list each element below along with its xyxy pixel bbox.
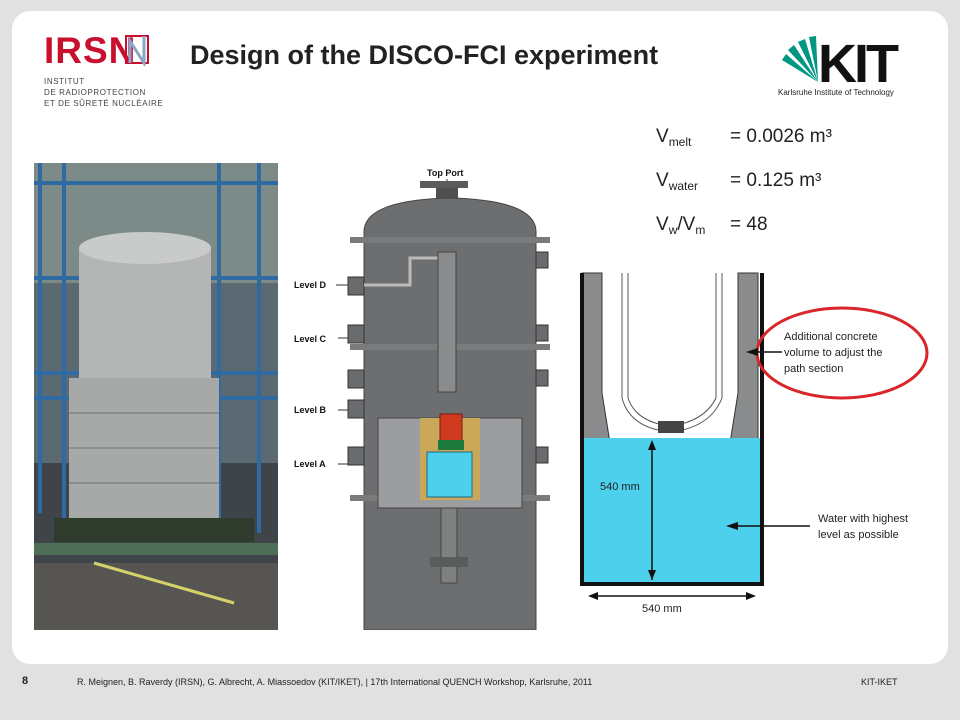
irsn-logo-letters: IRSN [44,32,136,66]
concrete-annotation-line-3: path section [784,363,843,375]
equation-v-water: Vwater= 0.125 m³ [656,170,822,193]
concrete-annotation-line-2: volume to adjust the [784,347,882,359]
page-number: 8 [22,675,29,687]
concrete-annotation-line-1: Additional concrete [784,331,878,343]
kit-logo-subtitle: Karlsruhe Institute of Technology [778,88,894,97]
water-annotation-line-2: level as possible [818,529,899,541]
kit-logo-letters: KIT [818,34,899,88]
irsn-logo-mark: IRSN [44,30,163,72]
top-port-label: Top Port [427,168,463,178]
pool-schematic: 540 mm 540 mm Additional concrete volume… [580,272,929,614]
level-b-label: Level B [294,405,327,415]
equation-v-melt: Vmelt= 0.0026 m³ [656,126,832,149]
kit-logo-fan [782,36,818,82]
level-c-label: Level C [294,334,327,344]
irsn-logo-line-1: INSTITUT [44,77,85,86]
level-a-label: Level A [294,459,326,469]
kit-logo: KIT Karlsruhe Institute of Technology [778,32,918,104]
footer-institute: KIT-IKET [861,677,898,687]
page-title: Design of the DISCO-FCI experiment [190,40,659,70]
pool-height-label: 540 mm [600,481,640,493]
water-volume [584,438,760,582]
vessel-schematic: Top Port Level D Level C Level B Level A [294,168,550,630]
irsn-logo-line-3: ET DE SÛRETÉ NUCLÉAIRE [44,99,164,108]
irsn-logo: IRSN INSTITUT DE RADIOPROTECTION ET DE S… [44,30,164,109]
water-annotation-line-1: Water with highest [818,513,908,525]
irsn-logo-line-2: DE RADIOPROTECTION [44,88,146,97]
facility-photo [34,163,278,630]
pool-width-label: 540 mm [642,603,682,614]
level-d-label: Level D [294,280,327,290]
equation-volume-ratio: Vw/Vm= 48 [656,214,768,237]
footer-citation: R. Meignen, B. Raverdy (IRSN), G. Albrec… [77,677,593,687]
